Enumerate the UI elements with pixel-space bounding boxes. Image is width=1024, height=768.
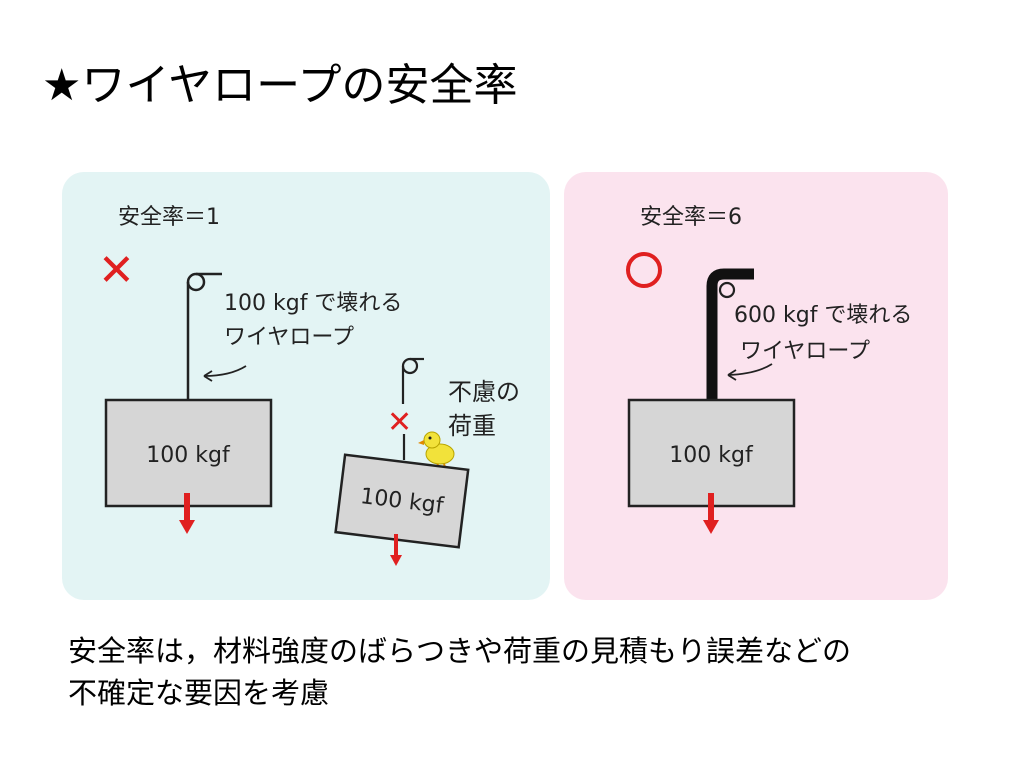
- caption-line-1: 安全率は，材料強度のばらつきや荷重の見積もり誤差などの: [68, 634, 852, 668]
- break-cross-icon: ✕: [387, 405, 412, 440]
- right-rope-label-line1: 600 kgf で壊れる: [734, 303, 912, 328]
- left-load-box: [104, 398, 273, 508]
- slide-title: ★ワイヤロープの安全率: [42, 60, 518, 111]
- chick-icon: [418, 431, 455, 471]
- left-load-box-label: 100 kgf: [146, 443, 231, 468]
- thin-wire-rope: [186, 272, 247, 400]
- right-panel: [564, 172, 948, 600]
- right-load-box: [627, 398, 796, 508]
- left-rope-label-line1: 100 kgf で壊れる: [224, 291, 402, 316]
- right-rope-label-line2: ワイヤロープ: [740, 339, 870, 364]
- left-panel-heading: 安全率＝1: [118, 205, 220, 230]
- tilted-load-arrow-icon: [390, 534, 402, 566]
- left-load-arrow-icon: [179, 493, 195, 534]
- left-rope-label-line2: ワイヤロープ: [224, 325, 354, 350]
- fail-cross-icon: ✕: [98, 245, 135, 296]
- tilted-load-box: 100 kgf: [334, 453, 470, 549]
- unexpected-load-line2: 荷重: [448, 412, 496, 440]
- unexpected-load-line1: 不慮の: [448, 378, 520, 406]
- right-load-arrow-icon: [703, 493, 719, 534]
- right-load-box-label: 100 kgf: [669, 443, 754, 468]
- caption-line-2: 不確定な要因を考慮: [68, 676, 330, 710]
- thick-wire-rope: [706, 268, 773, 400]
- right-panel-heading: 安全率＝6: [640, 205, 742, 230]
- broken-wire-rope: [401, 357, 424, 460]
- pass-circle-icon: [626, 252, 662, 288]
- caption: 安全率は，材料強度のばらつきや荷重の見積もり誤差などの 不確定な要因を考慮: [68, 630, 968, 714]
